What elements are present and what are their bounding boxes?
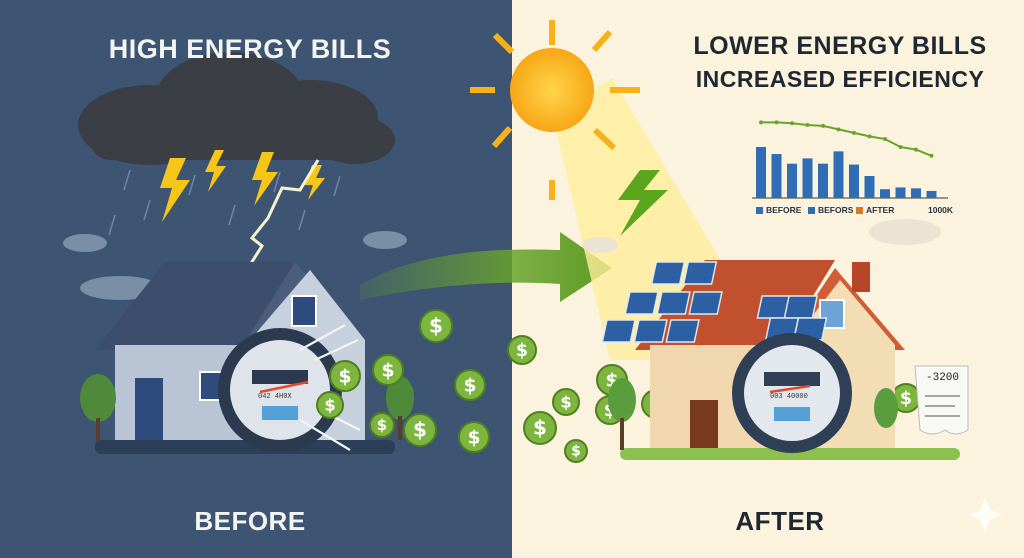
solar-panel-1 bbox=[682, 261, 718, 285]
chart-bar-10 bbox=[911, 188, 921, 198]
chart-bar-4 bbox=[818, 163, 828, 198]
small-clouds-right bbox=[582, 219, 941, 253]
after-heading: LOWER ENERGY BILLS bbox=[693, 32, 987, 60]
electric-meter-after bbox=[732, 333, 852, 453]
chart-bar-8 bbox=[880, 189, 890, 198]
legend-item-before: BEFORE bbox=[756, 205, 801, 215]
dollar-sign-icon: $ bbox=[516, 341, 528, 361]
chart-line-point-6 bbox=[852, 130, 856, 135]
dollar-sign-icon: $ bbox=[533, 416, 547, 440]
dollar-coin-icon bbox=[372, 354, 404, 386]
lightning-strike bbox=[246, 159, 320, 269]
dollar-sign-icon: $ bbox=[900, 389, 912, 409]
dollar-sign-icon: $ bbox=[560, 392, 571, 411]
chart-line-point-4 bbox=[821, 123, 825, 128]
chart-line-point-9 bbox=[898, 144, 903, 149]
solar-panel-6 bbox=[633, 319, 668, 343]
dollar-sign-icon: $ bbox=[429, 314, 443, 338]
solar-panels bbox=[601, 261, 828, 343]
chart-bar-11 bbox=[926, 190, 937, 198]
savings-chart bbox=[752, 120, 948, 199]
dollar-sign-icon: $ bbox=[467, 427, 480, 448]
chart-bar-3 bbox=[802, 158, 813, 198]
dollar-coin-icon bbox=[454, 369, 486, 401]
dollar-sign-icon: $ bbox=[324, 395, 335, 414]
solar-panel-9 bbox=[783, 295, 818, 319]
before-label: BEFORE bbox=[194, 506, 306, 536]
sun-icon bbox=[470, 20, 640, 200]
chart-line-point-10 bbox=[914, 147, 918, 152]
chart-bar-7 bbox=[864, 176, 875, 198]
dollar-coin-icon bbox=[316, 391, 344, 419]
dollar-coin-icon bbox=[403, 413, 437, 447]
trees-right bbox=[608, 378, 898, 450]
dollar-coin-icon bbox=[369, 412, 395, 438]
solar-panel-3 bbox=[656, 291, 691, 315]
chart-bar-2 bbox=[787, 163, 797, 198]
solar-panel-5 bbox=[601, 319, 636, 343]
chart-line-point-0 bbox=[759, 120, 763, 125]
chart-line-point-7 bbox=[867, 134, 872, 139]
dollar-coin-icon bbox=[552, 388, 580, 416]
chart-trend-line bbox=[761, 121, 932, 157]
dollar-coin-icon bbox=[329, 360, 361, 392]
solar-panel-2 bbox=[624, 291, 659, 315]
solar-panel-0 bbox=[650, 261, 686, 285]
dollar-coin-icon bbox=[458, 421, 490, 453]
dollar-sign-icon: $ bbox=[571, 444, 581, 460]
after-label: AFTER bbox=[735, 506, 825, 536]
energy-bill-receipt bbox=[914, 365, 969, 435]
electric-meter-before bbox=[218, 328, 342, 452]
after-subheading: INCREASED EFFICIENCY bbox=[695, 66, 985, 92]
chart-bar-9 bbox=[895, 187, 906, 198]
legend-item-1000k: 1000K bbox=[928, 205, 954, 215]
chart-bar-6 bbox=[849, 164, 859, 198]
dollar-coin-icon bbox=[507, 335, 537, 365]
sparkle-icon bbox=[968, 498, 1002, 532]
green-bolt bbox=[618, 170, 668, 236]
meter-reading-before: 042 4H0X bbox=[258, 393, 292, 401]
chart-bar-0 bbox=[756, 146, 766, 198]
legend-item-after: AFTER bbox=[856, 205, 894, 215]
dollar-sign-icon: $ bbox=[377, 416, 387, 434]
legend-item-befors: BEFORS bbox=[808, 205, 853, 215]
before-to-after-arrow bbox=[360, 232, 612, 302]
bill-amount: -3200 bbox=[926, 372, 960, 384]
dollar-sign-icon: $ bbox=[413, 418, 427, 442]
chart-line-point-1 bbox=[774, 120, 779, 125]
chart-bar-5 bbox=[833, 151, 844, 198]
dollar-coin-icon bbox=[523, 411, 557, 445]
chart-bar-1 bbox=[771, 154, 782, 198]
chart-line-point-5 bbox=[836, 127, 841, 132]
chart-line-point-8 bbox=[883, 137, 887, 142]
chart-line-point-2 bbox=[790, 121, 794, 126]
rain bbox=[108, 169, 341, 236]
meter-reading-after: 003 40000 bbox=[770, 393, 808, 401]
solar-panel-4 bbox=[688, 291, 723, 315]
storm-cloud bbox=[78, 52, 395, 165]
trees-left bbox=[80, 374, 414, 442]
dollar-coin-icon bbox=[419, 309, 453, 343]
solar-panel-7 bbox=[665, 319, 700, 343]
chart-line-point-3 bbox=[805, 122, 810, 127]
dollar-sign-icon: $ bbox=[381, 360, 394, 381]
dollar-coin-icon bbox=[564, 439, 588, 463]
before-heading: HIGH ENERGY BILLS bbox=[108, 34, 392, 64]
dollar-sign-icon: $ bbox=[338, 366, 351, 387]
dollar-sign-icon: $ bbox=[463, 375, 476, 396]
chart-line-point-11 bbox=[929, 153, 934, 158]
